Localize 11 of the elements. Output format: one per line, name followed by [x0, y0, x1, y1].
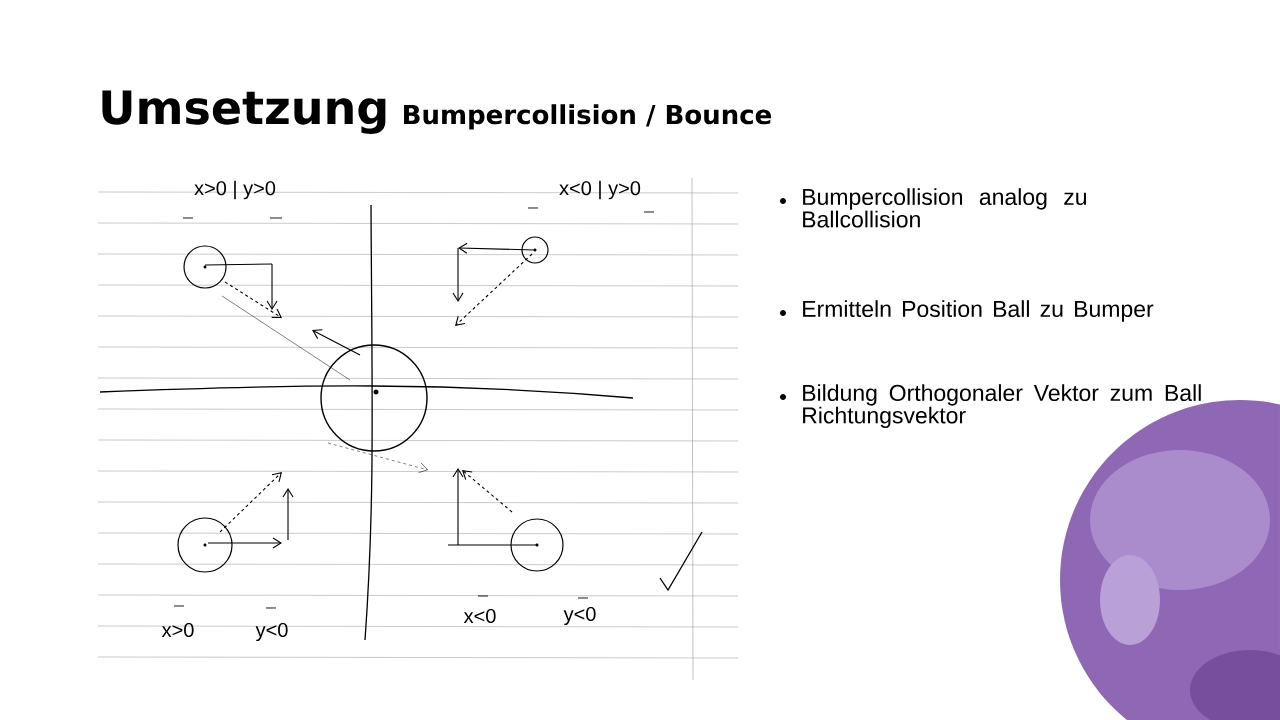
slide-subtitle: Bumpercollision / Bounce [404, 104, 771, 130]
handwritten-label: y<0 [255, 622, 288, 642]
handwritten-label: x<0 | y>0 [559, 180, 641, 200]
handwritten-label: y<0 [563, 606, 596, 626]
slide-title: Umsetzung [102, 90, 386, 134]
handwritten-label: x<0 [463, 608, 496, 624]
handwritten-label: x>0 [161, 622, 194, 638]
handwritten-label: x>0 | y>0 [194, 180, 276, 200]
bullet-text: Bumpercollision analog zu Ballcollision [803, 188, 1086, 228]
bullet-text: Bildung Orthogonaler Vektor zum Ball Richtungsvektor [803, 384, 1201, 429]
bullet-text: Ermitteln Position Ball zu Bumper [803, 300, 1154, 322]
